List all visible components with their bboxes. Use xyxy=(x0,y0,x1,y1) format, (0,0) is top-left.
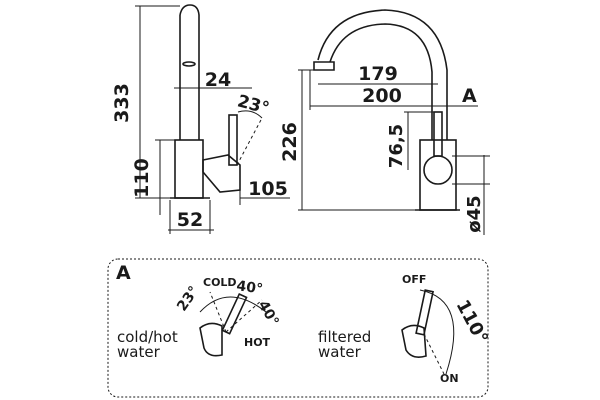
filtered-caption-line2: water xyxy=(318,343,362,361)
front-spout-outlet xyxy=(313,61,335,71)
side-view: 333 110 24 23° 105 52 xyxy=(111,4,290,234)
off-label: OFF xyxy=(402,273,426,286)
side-faucet-body xyxy=(174,139,204,199)
cold-hot-lever-left-position xyxy=(209,291,227,333)
front-spout-arc xyxy=(317,9,448,140)
cold-hot-angle-right: 40° xyxy=(255,298,282,329)
filtered-lever-on-position xyxy=(423,333,445,375)
dim-110-label: 110 xyxy=(131,158,153,198)
filtered-lever xyxy=(415,289,435,336)
side-lever-housing xyxy=(202,154,241,193)
on-label: ON xyxy=(440,372,459,385)
side-lever xyxy=(228,114,238,166)
dim-52-label: 52 xyxy=(177,209,203,231)
dim-76-5-label: 76,5 xyxy=(386,124,407,168)
front-spout-arc-inner xyxy=(329,23,433,140)
filtered-caption-line1: filtered xyxy=(318,328,371,346)
filtered-arc xyxy=(419,289,455,375)
front-lever xyxy=(433,111,443,157)
side-lever-tilted xyxy=(236,117,263,166)
cold-hot-caption-line2: water xyxy=(117,343,161,361)
cold-hot-caption-line1: cold/hot xyxy=(117,328,178,346)
cold-label: COLD xyxy=(203,276,237,289)
front-lever-knob xyxy=(423,155,453,185)
hot-label: HOT xyxy=(244,336,271,349)
dim-23-arc xyxy=(237,110,263,119)
dim-200-label: 200 xyxy=(362,85,402,107)
detail-filtered: filtered water OFF ON 110° xyxy=(318,273,492,385)
side-spout-pipe xyxy=(179,4,200,140)
cold-hot-angle-left: 23° xyxy=(174,283,202,314)
dim-d45-label: ø45 xyxy=(464,195,485,232)
dim-23-label: 23° xyxy=(235,91,271,119)
cold-hot-lever-housing xyxy=(199,322,223,357)
cold-hot-lever-right-position xyxy=(225,299,263,333)
cold-hot-arc xyxy=(199,296,267,313)
filtered-angle: 110° xyxy=(452,296,492,347)
dim-24-label: 24 xyxy=(205,69,231,91)
side-spout-outlet xyxy=(182,61,196,67)
dim-226-label: 226 xyxy=(279,122,301,162)
section-ref-label: A xyxy=(462,85,477,107)
dim-333-label: 333 xyxy=(111,83,133,123)
dim-105-label: 105 xyxy=(248,178,288,200)
detail-box-a: A cold/hot water COLD HOT 23° 40° 40° fi… xyxy=(107,258,492,398)
detail-title: A xyxy=(116,262,131,284)
front-view: 226 179 200 A 76,5 ø45 xyxy=(279,9,490,235)
cold-hot-lever xyxy=(221,292,248,335)
dim-179-label: 179 xyxy=(358,63,398,85)
detail-cold-hot: cold/hot water COLD HOT 23° 40° 40° xyxy=(117,276,282,361)
cold-hot-angle-mid: 40° xyxy=(235,278,263,298)
detail-frame xyxy=(107,258,489,398)
filtered-lever-housing xyxy=(401,324,427,358)
